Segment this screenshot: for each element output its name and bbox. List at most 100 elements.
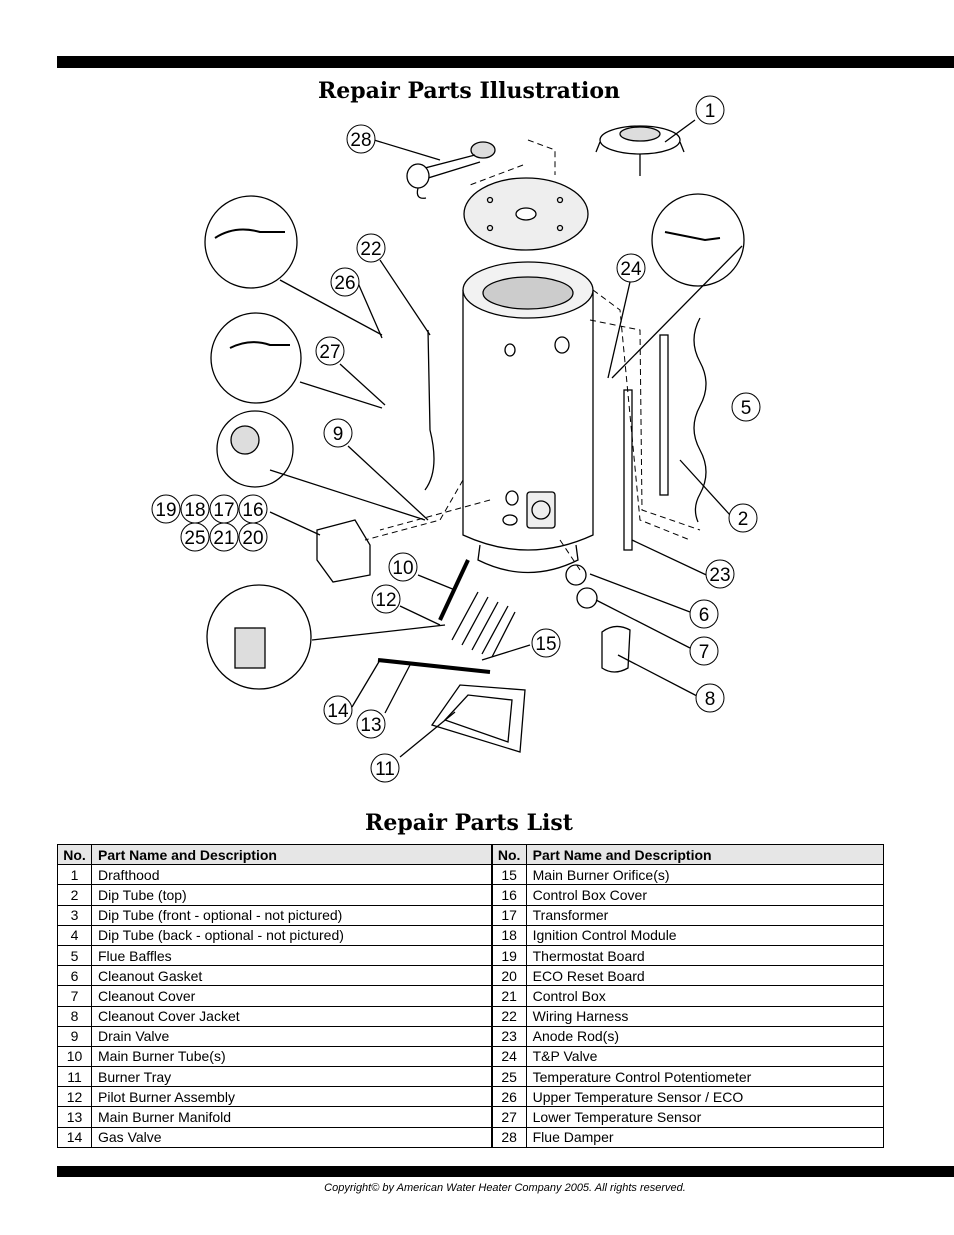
callout-12: 12	[371, 584, 401, 614]
part-number-cell: 21	[491, 985, 527, 1007]
callout-9: 9	[323, 418, 353, 448]
part-description-cell: Cleanout Cover Jacket	[90, 1005, 493, 1027]
callout-22: 22	[356, 233, 386, 263]
burner-tray-part	[430, 684, 526, 753]
callout-6: 6	[689, 599, 719, 629]
part-description-cell: Control Box	[525, 985, 885, 1007]
part-number-cell: 7	[57, 985, 92, 1007]
part-number-cell: 19	[491, 944, 527, 967]
svg-text:23: 23	[709, 565, 730, 586]
callout-8: 8	[695, 683, 725, 713]
callout-2: 2	[728, 503, 758, 533]
detail-circle-upper-sensor	[204, 195, 298, 289]
callout-14: 14	[323, 695, 353, 725]
callout-13: 13	[356, 709, 386, 739]
part-number-cell: 22	[491, 1005, 527, 1027]
callout-24: 24	[616, 253, 646, 283]
part-number-cell: 12	[57, 1086, 92, 1108]
part-number-cell: 1	[57, 864, 92, 886]
part-description-cell: Anode Rod(s)	[525, 1025, 885, 1047]
part-description-cell: Drain Valve	[90, 1025, 493, 1047]
part-number-cell: 13	[57, 1106, 92, 1128]
detail-circle-lower-sensor	[210, 312, 302, 404]
part-description-cell: Pilot Burner Assembly	[90, 1086, 493, 1108]
callout-17: 17	[209, 494, 239, 524]
svg-text:11: 11	[375, 759, 395, 780]
main-burner-tubes-part	[451, 591, 516, 658]
svg-text:14: 14	[327, 701, 349, 722]
dip-tube-part	[659, 334, 669, 496]
callout-15: 15	[531, 628, 561, 658]
svg-text:15: 15	[535, 634, 556, 655]
part-number-cell: 27	[491, 1106, 527, 1128]
part-description-cell: Control Box Cover	[525, 884, 885, 906]
part-number-cell: 6	[57, 965, 92, 987]
part-number-cell: 4	[57, 924, 92, 946]
cleanout-jacket-part	[601, 625, 631, 673]
svg-text:5: 5	[741, 398, 752, 419]
part-number-cell: 18	[491, 924, 527, 946]
part-description-cell: Upper Temperature Sensor / ECO	[525, 1086, 885, 1108]
part-number-cell: 20	[491, 965, 527, 987]
callout-1: 1	[695, 95, 725, 125]
part-description-cell: Cleanout Cover	[90, 985, 493, 1007]
svg-text:28: 28	[350, 130, 371, 151]
part-description-cell: Lower Temperature Sensor	[525, 1106, 885, 1128]
part-description-cell: Main Burner Orifice(s)	[525, 864, 885, 886]
svg-text:18: 18	[184, 500, 205, 521]
part-description-cell: Flue Damper	[525, 1126, 885, 1148]
part-number-cell: 5	[57, 944, 92, 967]
part-description-cell: Main Burner Manifold	[90, 1106, 493, 1128]
callout-28: 28	[346, 124, 376, 154]
control-box-part	[316, 519, 371, 583]
svg-text:7: 7	[699, 642, 710, 663]
part-description-cell: Burner Tray	[90, 1066, 493, 1088]
part-description-cell: Dip Tube (back - optional - not pictured…	[90, 924, 493, 946]
exploded-parts-diagram: 1 28 22 26 24 27 5 9 19 18 17 16 25 21 2…	[151, 95, 761, 783]
part-description-cell: ECO Reset Board	[525, 965, 885, 987]
svg-text:1: 1	[705, 101, 716, 122]
callout-10: 10	[388, 552, 418, 582]
svg-text:10: 10	[392, 558, 413, 579]
part-description-cell: Gas Valve	[90, 1126, 493, 1148]
burner-manifold-part	[377, 658, 491, 674]
part-number-cell: 14	[57, 1126, 92, 1148]
part-description-cell: Cleanout Gasket	[90, 965, 493, 987]
illustration-title: Repair Parts Illustration	[317, 78, 621, 104]
svg-text:21: 21	[213, 528, 234, 549]
part-description-cell: Ignition Control Module	[525, 924, 885, 946]
tank-body	[462, 261, 594, 574]
svg-text:27: 27	[319, 342, 340, 363]
copyright-footer: Copyright© by American Water Heater Comp…	[324, 1182, 686, 1194]
svg-text:20: 20	[242, 528, 263, 549]
part-description-cell: Thermostat Board	[525, 944, 885, 967]
header-desc-left: Part Name and Description	[90, 843, 493, 866]
svg-text:19: 19	[155, 500, 176, 521]
callout-11: 11	[370, 753, 400, 783]
part-number-cell: 26	[491, 1086, 527, 1108]
parts-list-title: Repair Parts List	[365, 810, 573, 836]
svg-text:25: 25	[184, 528, 205, 549]
callout-7: 7	[689, 636, 719, 666]
top-cover-part	[463, 177, 589, 251]
wiring-harness-part	[424, 329, 435, 491]
part-number-cell: 3	[57, 904, 92, 926]
callout-20: 20	[238, 522, 268, 552]
svg-text:6: 6	[699, 605, 710, 626]
callout-27: 27	[315, 336, 345, 366]
part-number-cell: 25	[491, 1066, 527, 1088]
bottom-rule	[57, 1166, 954, 1177]
drafthood-part	[595, 125, 685, 176]
callout-26: 26	[330, 267, 360, 297]
cleanout-cover-part	[576, 587, 598, 609]
